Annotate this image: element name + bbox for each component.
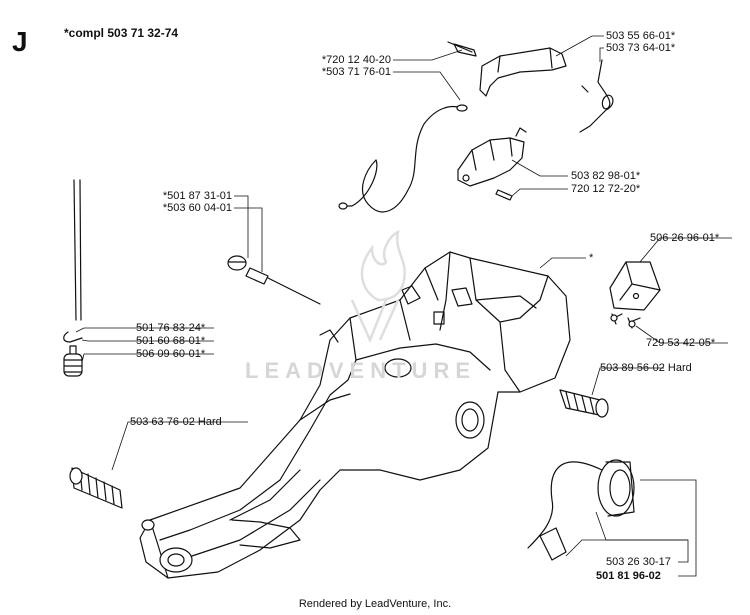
part-label[interactable]: 503 26 30-17 [606, 556, 671, 568]
part-label[interactable]: *503 71 76-01 [321, 66, 391, 78]
cable-nipple-top [456, 104, 468, 112]
trigger-spring [579, 59, 614, 133]
throttle-cable [362, 105, 463, 213]
watermark-flame-icon [350, 229, 406, 344]
locking-nut [227, 255, 247, 271]
part-label[interactable]: 506 26 96-01* [650, 232, 720, 244]
fuel-filter [63, 345, 83, 377]
fuel-tank-opening [384, 358, 412, 378]
header-assembly-number: *compl 503 71 32-74 [64, 26, 179, 40]
part-label[interactable]: * [589, 252, 594, 264]
rear-handle-housing [139, 251, 571, 579]
section-letter: J [12, 26, 28, 57]
av-element-right [559, 389, 609, 418]
part-label[interactable]: 503 55 66-01* [606, 30, 676, 42]
trigger-pin [447, 41, 473, 53]
front-mount-hole [167, 553, 185, 567]
part-label[interactable]: 503 82 98-01* [571, 170, 641, 182]
part-label[interactable]: 503 63 76-02 Hard [130, 416, 222, 428]
tank-cap [597, 459, 635, 517]
front-mount-boss [159, 547, 193, 573]
part-label[interactable]: *503 60 04-01 [162, 202, 232, 214]
oil-tank-inner [461, 408, 479, 432]
spring-end [581, 85, 589, 93]
av-element-left [69, 467, 123, 509]
part-label[interactable]: 503 73 64-01* [606, 42, 676, 54]
throttle-cable-end [343, 159, 378, 207]
part-label[interactable]: 729 53 42-05* [646, 337, 716, 349]
part-label-bold[interactable]: 501 81 96-02 [596, 570, 661, 582]
throttle-lockout-part [457, 127, 527, 201]
part-label[interactable]: *501 87 31-01 [162, 190, 232, 202]
side-bracket [609, 261, 661, 311]
part-label[interactable]: 506 09 60-01* [136, 348, 206, 360]
cap-strap [527, 461, 603, 549]
hose-clamp [63, 331, 83, 343]
oil-tank-opening [455, 401, 485, 439]
part-label[interactable]: 501 60 68-01* [136, 335, 206, 347]
front-mount-pin [141, 519, 155, 531]
part-label[interactable]: 503 89 56-02 Hard [600, 362, 692, 374]
footer-credit: Rendered by LeadVenture, Inc. [298, 598, 452, 610]
part-label[interactable]: 720 12 72-20* [571, 183, 641, 195]
screw-pair [610, 313, 641, 329]
cap-strap-clip [539, 527, 567, 561]
long-pin [73, 179, 82, 321]
leader-lines [75, 35, 732, 577]
part-label[interactable]: 501 76 83-24* [136, 322, 206, 334]
watermark-text: LEADVENTURE [245, 358, 477, 383]
part-label[interactable]: *720 12 40-20 [321, 54, 391, 66]
fuel-line-fitting [245, 267, 321, 305]
cable-nipple-bottom [338, 202, 348, 210]
